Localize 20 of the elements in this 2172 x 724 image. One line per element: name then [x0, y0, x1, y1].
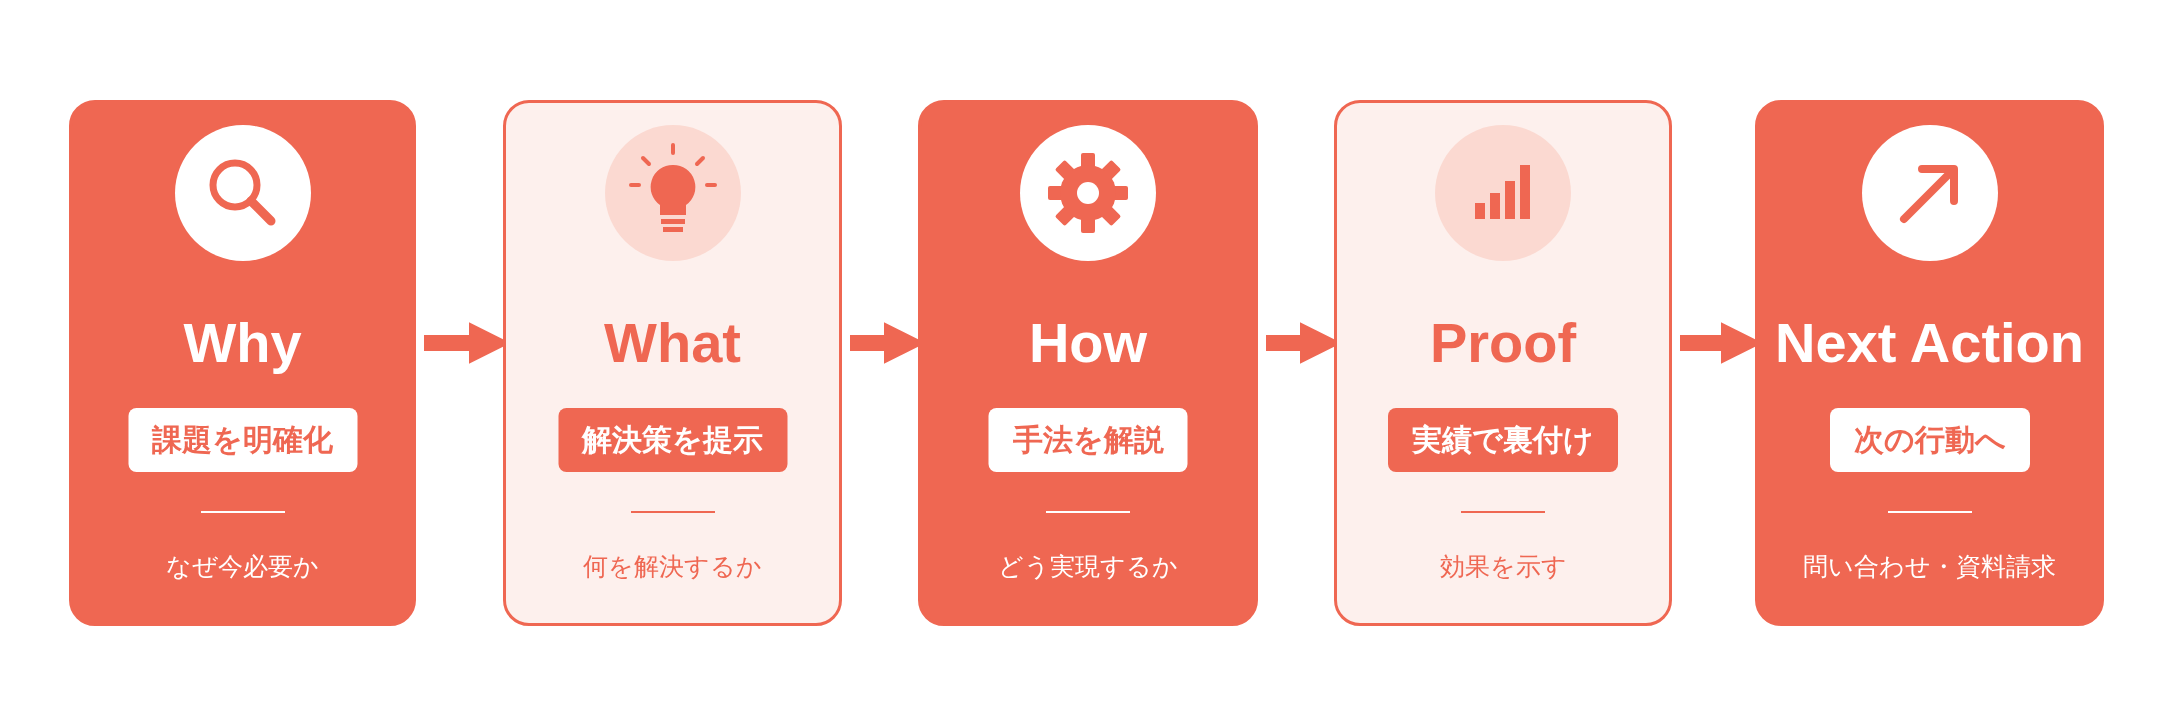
step-description: 問い合わせ・資料請求 [1802, 551, 2057, 583]
step-description: 何を解決するか [582, 551, 763, 583]
subtitle-label: 解決策を提示 [558, 408, 787, 472]
step-card [1755, 100, 2104, 626]
step-title: What [603, 310, 742, 376]
step-card [69, 100, 416, 626]
step-description: なぜ今必要か [165, 551, 320, 583]
subtitle-label: 実績で裏付け [1388, 408, 1618, 472]
step-title: Proof [1428, 310, 1578, 376]
step-card [503, 100, 842, 626]
step-description: 効果を示す [1438, 551, 1568, 583]
subtitle-label: 手法を解説 [988, 408, 1188, 472]
step-description: どう実現するか [997, 551, 1179, 583]
step-title: How [1027, 310, 1149, 376]
step-card [1334, 100, 1672, 626]
step-title: Next Action [1773, 310, 2086, 376]
subtitle-label: 次の行動へ [1829, 408, 2030, 472]
step-card [918, 100, 1258, 626]
step-title: Why [182, 310, 303, 376]
subtitle-label: 課題を明確化 [128, 408, 357, 472]
